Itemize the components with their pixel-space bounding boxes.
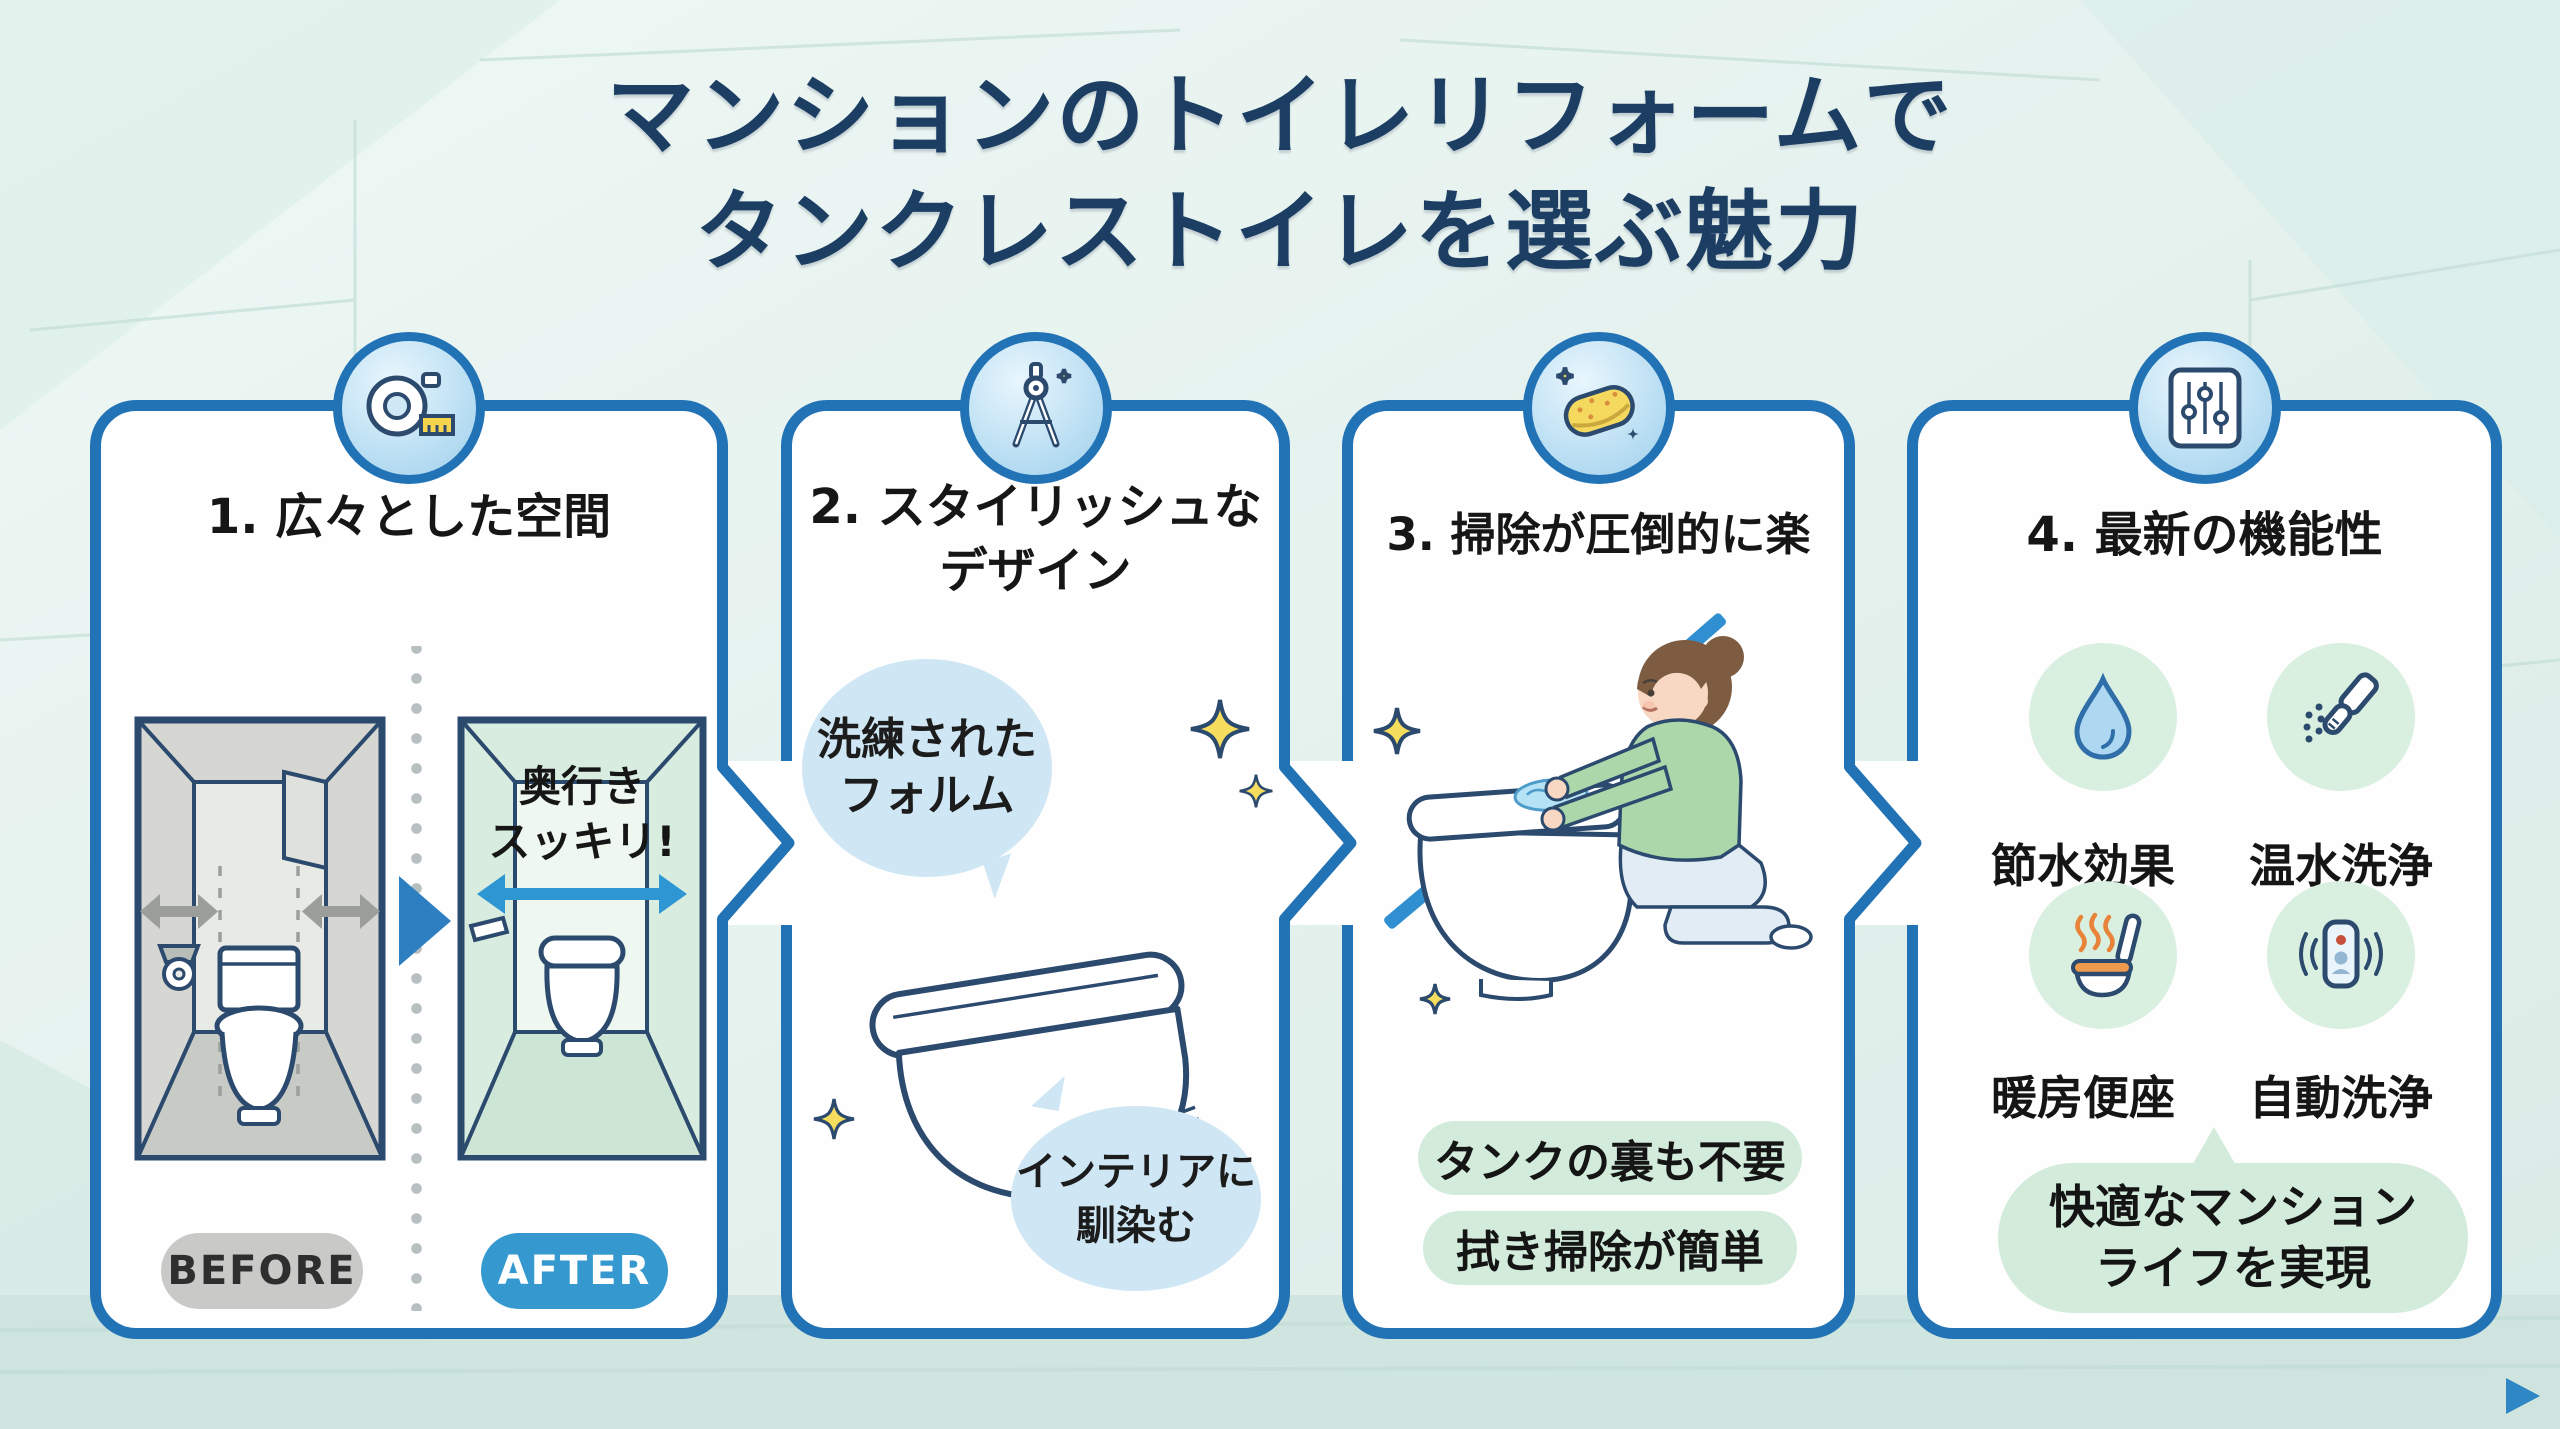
card3-icon-circle — [1522, 332, 1675, 484]
before-after-divider — [411, 646, 422, 1311]
sparkle-icon — [1239, 774, 1273, 808]
card2-icon-circle — [959, 332, 1112, 484]
after-room-note: 奥行き スッキリ! — [488, 762, 676, 866]
conclusion-bubble: 快適なマンション ライフを実現 — [1998, 1163, 2468, 1313]
point-easy-wipe: 拭き掃除が簡単 — [1423, 1211, 1797, 1285]
card2-title: 2. スタイリッシュな デザイン — [809, 479, 1262, 599]
before-label: BEFORE — [161, 1233, 363, 1309]
card1-title: 1. 広々とした空間 — [206, 489, 612, 545]
water-drop-icon — [2074, 672, 2132, 760]
sliders-icon — [2168, 367, 2241, 449]
corner-arrow-icon — [2506, 1378, 2540, 1414]
sparkle-icon — [1190, 699, 1250, 759]
flow-chevron-icon — [1278, 747, 1360, 939]
feature-auto-wash — [2267, 881, 2415, 1029]
before-room-illustration — [134, 716, 386, 1161]
card1-icon-circle — [333, 332, 485, 484]
woman-cleaning-illustration — [1373, 613, 1813, 1015]
card-stylish-design: 2. スタイリッシュな デザイン 洗練された フォルム イン — [781, 332, 1290, 1339]
card4-title: 4. 最新の機能性 — [2026, 507, 2383, 563]
feature-heated-seat — [2029, 881, 2177, 1029]
card-easy-cleaning: 3. 掃除が圧倒的に楽 — [1342, 332, 1855, 1339]
feature-label-auto-wash: 自動洗浄 — [2249, 1071, 2433, 1125]
spray-nozzle-icon — [2303, 672, 2379, 743]
auto-wash-remote-icon — [2299, 919, 2383, 989]
conclusion-bubble-tail — [2190, 1127, 2238, 1169]
tape-measure-icon — [366, 372, 455, 437]
card-spacious: 1. 広々とした空間 — [90, 332, 728, 1339]
flow-chevron-icon — [716, 747, 798, 939]
after-label: AFTER — [481, 1233, 668, 1309]
point-no-tank-back: タンクの裏も不要 — [1418, 1121, 1802, 1195]
page-title-line1: マンションのトイレリフォームで — [606, 64, 1954, 167]
sparkle-icon — [813, 1098, 855, 1140]
after-room-illustration — [457, 716, 707, 1161]
drafting-compass-icon — [1012, 362, 1071, 448]
flow-chevron-icon — [1843, 747, 1925, 939]
sponge-icon — [1555, 367, 1639, 440]
feature-water-saving — [2029, 643, 2177, 791]
card3-title: 3. 掃除が圧倒的に楽 — [1386, 508, 1811, 561]
before-to-after-arrow-icon — [399, 876, 451, 966]
page-title: マンションのトイレリフォームで タンクレストイレを選ぶ魅力 — [0, 58, 2560, 290]
feature-warm-water — [2267, 643, 2415, 791]
bubble-refined-form: 洗練された フォルム — [802, 659, 1052, 877]
heated-seat-icon — [2071, 912, 2142, 998]
bubble-top-tail — [982, 853, 1024, 899]
card4-icon-circle — [2128, 332, 2281, 484]
card-latest-features: 4. 最新の機能性 節水効果 温水洗浄 — [1907, 332, 2502, 1339]
feature-label-heated-seat: 暖房便座 — [1991, 1071, 2175, 1125]
page-title-line2: タンクレストイレを選ぶ魅力 — [694, 180, 1865, 283]
bubble-fits-interior: インテリアに 馴染む — [1011, 1106, 1261, 1291]
